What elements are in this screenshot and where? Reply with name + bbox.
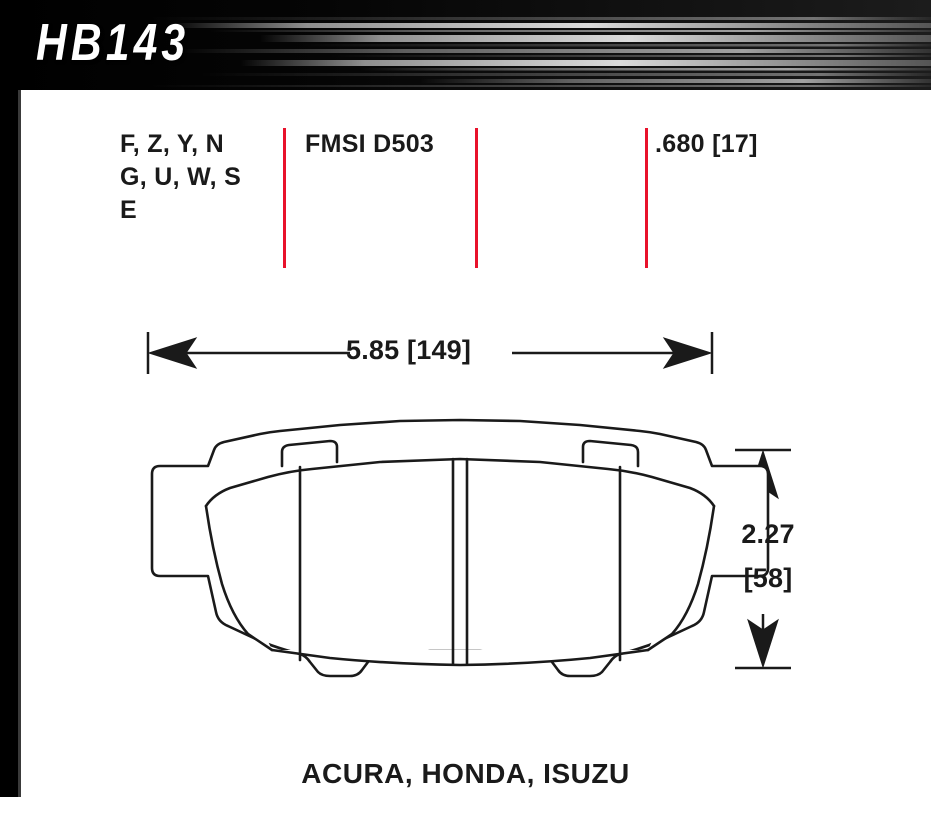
brake-pad-outline xyxy=(150,418,770,678)
thickness-value: .680 [17] xyxy=(655,130,758,158)
header-banner: HB143 xyxy=(0,0,931,90)
spec-divider-1 xyxy=(283,128,286,268)
light-streaks-graphic xyxy=(0,0,931,90)
height-dimension-label: 2.27 [58] xyxy=(741,519,795,593)
left-border-bar xyxy=(0,90,18,797)
width-dimension-label: 5.85 [149] xyxy=(346,335,472,365)
fmsi-number: FMSI D503 xyxy=(305,130,435,158)
compound-codes: F, Z, Y, N G, U, W, S E xyxy=(120,130,242,224)
left-border-shade xyxy=(18,90,21,797)
spec-divider-3 xyxy=(645,128,648,268)
part-number-title: HB143 xyxy=(36,14,190,72)
spec-row: F, Z, Y, N G, U, W, S E FMSI D503 .680 [… xyxy=(120,128,820,270)
spec-divider-2 xyxy=(475,128,478,268)
vehicle-applications: ACURA, HONDA, ISUZU xyxy=(301,758,630,789)
